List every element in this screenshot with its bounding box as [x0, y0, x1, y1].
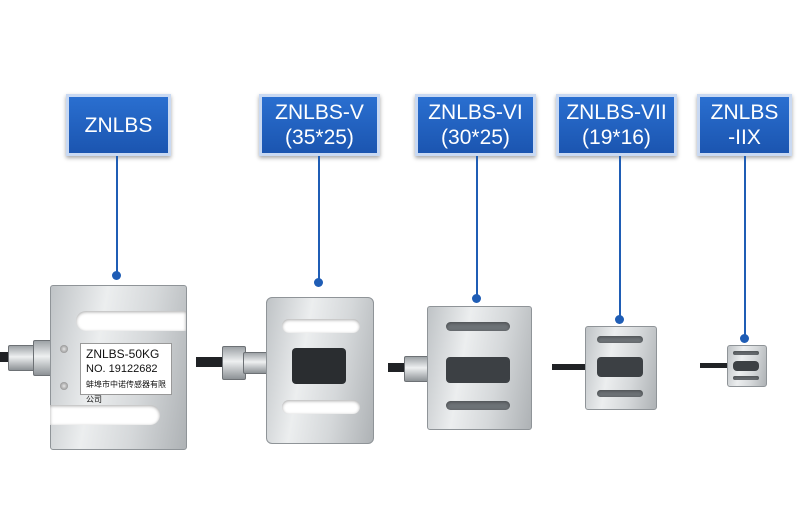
sensor-slot — [597, 336, 643, 343]
model-label-line2: (19*16) — [582, 126, 651, 149]
cable-gland — [404, 356, 430, 382]
connector-line — [116, 156, 118, 274]
model-label-line1: ZNLBS — [84, 113, 153, 137]
cable-gland — [222, 346, 246, 380]
model-label-line2: (35*25) — [285, 126, 354, 149]
model-label-line1: ZNLBS-VII — [566, 101, 667, 124]
model-label-znlbs-iix: ZNLBS -IIX — [697, 94, 792, 156]
nameplate-maker: 蚌埠市中诺传感器有限公司 — [86, 380, 166, 404]
sensor-slot — [282, 319, 360, 333]
cable — [552, 364, 586, 370]
connector-line — [619, 156, 621, 316]
model-label-znlbs-v: ZNLBS-V (35*25) — [259, 94, 380, 156]
connector-line — [318, 156, 320, 280]
nameplate-model: ZNLBS-50KG — [86, 347, 160, 361]
cable — [196, 357, 226, 367]
sensor-window — [597, 357, 643, 377]
screw — [60, 382, 68, 390]
sensor-slot — [76, 311, 186, 331]
model-label-line2: -IIX — [728, 126, 761, 149]
cable — [700, 363, 728, 368]
nameplate: ZNLBS-50KG NO. 19122682 蚌埠市中诺传感器有限公司 — [80, 343, 172, 404]
sensor-window — [292, 348, 346, 384]
sensor-slot — [733, 376, 759, 380]
model-label-line1: ZNLBS — [710, 101, 779, 124]
connector-dot — [472, 294, 481, 303]
model-label-line1: ZNLBS-VI — [428, 101, 523, 124]
connector-line — [744, 156, 746, 336]
connector-dot — [740, 334, 749, 343]
sensor-slot — [733, 351, 759, 355]
sensor-slot — [597, 390, 643, 397]
sensor-window — [446, 357, 510, 383]
model-label-line1: ZNLBS-V — [275, 101, 364, 124]
nameplate-serial: NO. 19122682 — [86, 363, 158, 375]
connector-dot — [112, 271, 121, 280]
connector-dot — [615, 315, 624, 324]
screw — [60, 345, 68, 353]
connector-line — [476, 156, 478, 296]
sensor-slot — [446, 322, 510, 331]
sensor-window — [733, 361, 759, 371]
sensor-slot — [50, 405, 160, 425]
cable — [388, 363, 406, 372]
model-label-znlbs-vii: ZNLBS-VII (19*16) — [556, 94, 677, 156]
model-label-znlbs-vi: ZNLBS-VI (30*25) — [415, 94, 536, 156]
sensor-slot — [282, 400, 360, 414]
cable-gland — [8, 345, 36, 371]
connector-dot — [314, 278, 323, 287]
model-label-znlbs: ZNLBS — [66, 94, 171, 156]
sensor-slot — [446, 401, 510, 410]
model-label-line2: (30*25) — [441, 126, 510, 149]
